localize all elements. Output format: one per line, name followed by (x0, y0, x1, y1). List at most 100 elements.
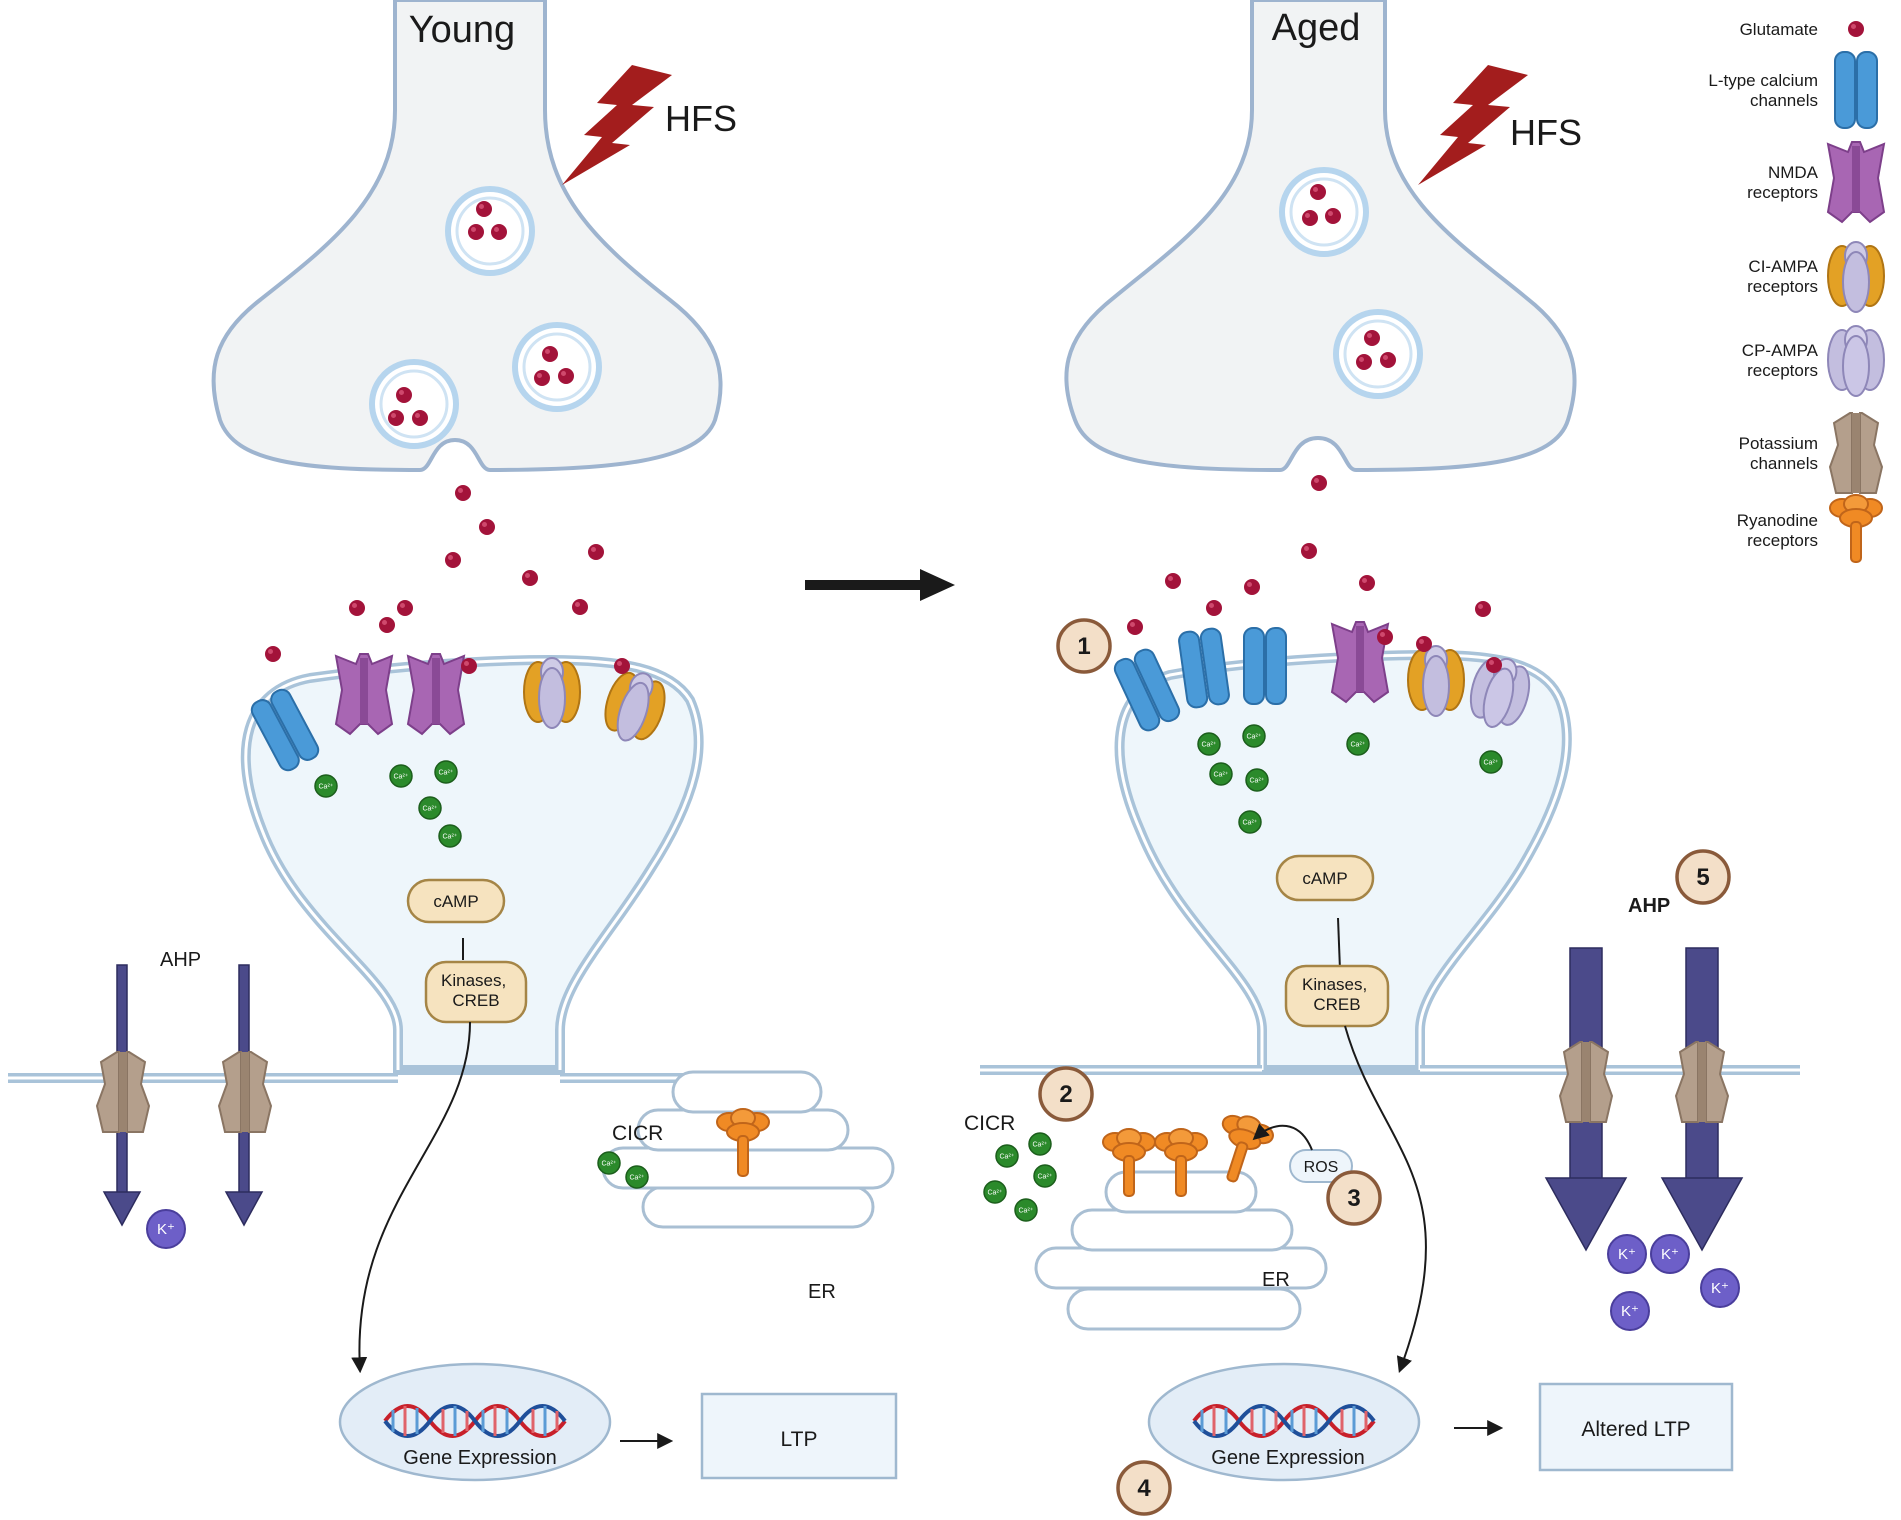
aged-cicr-label: CICR (964, 1112, 1015, 1135)
ca-ion-label: Ca²⁺ (1484, 760, 1499, 767)
ca-ion-label: Ca²⁺ (988, 1190, 1003, 1197)
glutamate-molecule (265, 646, 281, 662)
nmda-receptor-icon (1827, 141, 1885, 223)
legend-label-line: channels (1750, 454, 1818, 473)
young-k-ion-label: K⁺ (157, 1221, 175, 1238)
glutamate-molecule (614, 658, 630, 674)
glutamate-molecule (379, 617, 395, 633)
ca-ion-label: Ca²⁺ (394, 774, 409, 781)
ca-ion-label: Ca²⁺ (1019, 1208, 1034, 1215)
glutamate-molecule (1244, 579, 1260, 595)
k-ion-label: K⁺ (1621, 1303, 1639, 1320)
step-number: 5 (1696, 864, 1709, 891)
aged-endoplasmic-reticulum (1034, 1170, 1328, 1331)
aged-camp-pill (1275, 854, 1375, 902)
glutamate-molecule (1416, 636, 1432, 652)
young-potassium-ion: K⁺ (146, 1209, 186, 1249)
ca-ion-label: Ca²⁺ (1214, 772, 1229, 779)
ca-ion-label: Ca²⁺ (439, 770, 454, 777)
glutamate-icon (1848, 21, 1864, 37)
glutamate-molecule (396, 387, 412, 403)
aged-vesicle (1336, 312, 1420, 396)
glutamate-molecule (461, 658, 477, 674)
glutamate-molecule (412, 410, 428, 426)
glutamate-molecule (1311, 475, 1327, 491)
ca-ion-label: Ca²⁺ (319, 784, 334, 791)
aged-potassium-ions: K⁺K⁺K⁺K⁺ (1607, 1234, 1740, 1331)
young-nmda-receptor (335, 653, 393, 735)
aged-kinases-pill (1284, 964, 1390, 1028)
step-badge-3: 3 (1326, 1170, 1382, 1226)
aged-er-label: ER (1262, 1269, 1290, 1291)
young-endoplasmic-reticulum (601, 1070, 895, 1229)
glutamate-molecule (572, 599, 588, 615)
legend-label-line: receptors (1747, 361, 1818, 380)
glutamate-molecule (1380, 352, 1396, 368)
step-badge-4: 4 (1116, 1460, 1172, 1516)
young-title: Young (409, 9, 515, 51)
step-badge-1: 1 (1056, 618, 1112, 674)
young-vesicle (372, 362, 456, 446)
glutamate-molecule (1356, 354, 1372, 370)
aged-step-badges: 1 2 3 4 5 (1038, 618, 1731, 1516)
glutamate-molecule (522, 570, 538, 586)
legend-label-line: CI-AMPA (1748, 257, 1818, 276)
calcium-ion: Ca²⁺ (389, 764, 413, 788)
aged-kinases-label: Kinases, CREB (1302, 975, 1372, 1014)
step-number: 3 (1347, 1185, 1360, 1212)
glutamate-molecule (1377, 629, 1393, 645)
young-potassium-channel (218, 1051, 272, 1133)
ca-ion-label: Ca²⁺ (1038, 1174, 1053, 1181)
ca-ion-label: Ca²⁺ (1000, 1154, 1015, 1161)
calcium-ion: Ca²⁺ (1245, 768, 1269, 792)
glutamate-molecule (1127, 619, 1143, 635)
young-ci-ampa-receptor (523, 657, 581, 729)
young-kinases-label: Kinases, CREB (441, 971, 511, 1010)
legend-label-line: L-type calcium (1708, 71, 1818, 90)
young-outcome-label: LTP (781, 1428, 818, 1451)
glutamate-molecule (1165, 573, 1181, 589)
aged-potassium-ion: K⁺ (1700, 1268, 1740, 1308)
calcium-ion: Ca²⁺ (434, 760, 458, 784)
aged-gene-expression-label: Gene Expression (1211, 1447, 1364, 1469)
step-number: 4 (1137, 1475, 1151, 1502)
glutamate-molecule (479, 519, 495, 535)
step-badge-2: 2 (1038, 1066, 1094, 1122)
young-to-aged-arrow (805, 569, 955, 601)
calcium-ion: Ca²⁺ (1033, 1164, 1057, 1188)
step-number: 2 (1059, 1081, 1072, 1108)
calcium-ion: Ca²⁺ (1479, 750, 1503, 774)
k-ion-label: K⁺ (1711, 1280, 1729, 1297)
young-kinases-line: Kinases, (441, 971, 506, 990)
young-ahp-label: AHP (160, 949, 201, 971)
calcium-ion: Ca²⁺ (1346, 732, 1370, 756)
glutamate-molecule (1325, 208, 1341, 224)
ca-ion-label: Ca²⁺ (1033, 1142, 1048, 1149)
glutamate-molecule (1301, 543, 1317, 559)
young-kinases-pill (424, 960, 528, 1024)
young-er-label: ER (808, 1281, 836, 1303)
calcium-ion: Ca²⁺ (597, 1151, 621, 1175)
glutamate-molecule (1486, 657, 1502, 673)
aged-kinases-line: Kinases, (1302, 975, 1367, 994)
young-vesicle (448, 189, 532, 273)
glutamate-molecule (1310, 184, 1326, 200)
ca-ion-label: Ca²⁺ (1351, 742, 1366, 749)
calcium-ion: Ca²⁺ (983, 1180, 1007, 1204)
glutamate-molecule (476, 201, 492, 217)
ca-ion-label: Ca²⁺ (1243, 820, 1258, 827)
glutamate-molecule (468, 224, 484, 240)
aged-vesicle (1282, 170, 1366, 254)
calcium-ions: Ca²⁺ Ca²⁺ Ca²⁺ Ca²⁺ Ca²⁺ Ca²⁺ Ca²⁺ Ca²⁺ Ca²⁺ Ca²⁺… (314, 724, 1503, 1222)
ca-ion-label: Ca²⁺ (1202, 742, 1217, 749)
calcium-ion: Ca²⁺ (1014, 1198, 1038, 1222)
glutamate-molecule (534, 370, 550, 386)
glutamate-molecule (1364, 330, 1380, 346)
